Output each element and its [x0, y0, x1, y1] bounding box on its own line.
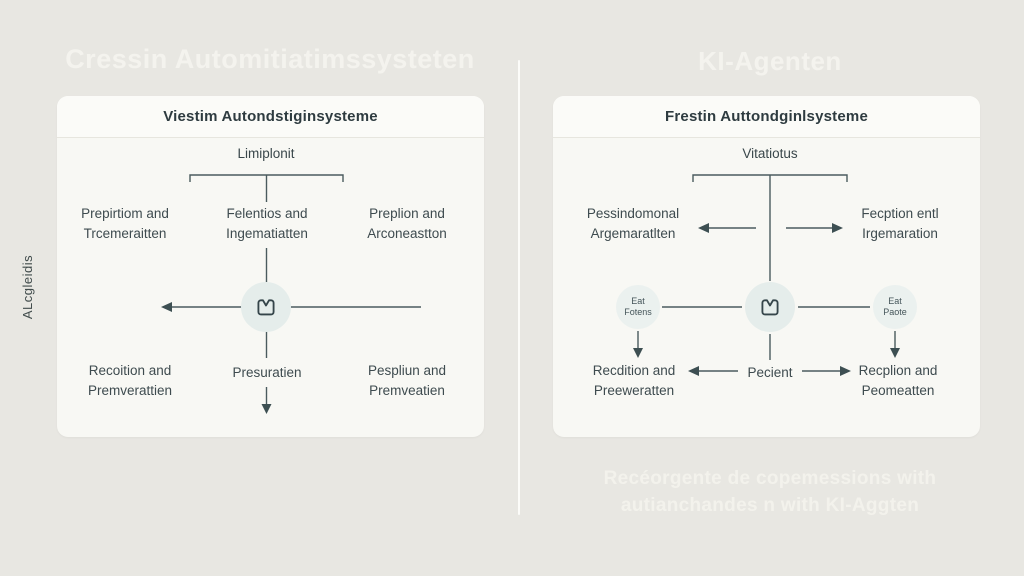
- text-block: Pecient: [708, 363, 832, 383]
- text-line: Pespliun and: [367, 363, 447, 378]
- text-block: Pessindomonal Argemaratlten: [571, 204, 695, 243]
- text-line: Argemaratlten: [590, 225, 676, 241]
- text-line: Peomeatten: [861, 382, 935, 398]
- envelope-icon: [761, 299, 779, 316]
- right-panel: Frestin Auttondginlsysteme Vitatiotus: [553, 96, 980, 437]
- center-divider: [518, 60, 520, 515]
- text-line: Preeweratten: [593, 382, 675, 398]
- text-line: Recoition and: [88, 363, 172, 378]
- central-node: [745, 282, 795, 332]
- right-panel-title: Frestin Auttondginlsysteme: [665, 108, 868, 125]
- text-block: Pespliun and Premveatien: [345, 361, 469, 400]
- caption-line: autianchandes n with KI-Aggten: [620, 494, 920, 516]
- text-line: Arconeastton: [367, 225, 447, 241]
- right-top-label: Vitatiotus: [742, 146, 798, 161]
- text-line: Premveatien: [369, 382, 445, 398]
- text-line: Prepirtiom and: [81, 206, 169, 221]
- text-line: Preplion and: [369, 206, 445, 221]
- bottom-down-arrow: [261, 387, 272, 414]
- text-block: Fecption entl Irgemaration: [838, 204, 962, 243]
- left-arrowhead: [161, 302, 172, 312]
- text-block: Felentios and Ingematiatten: [205, 204, 329, 243]
- right-small-node: Eat Paote: [873, 285, 917, 329]
- text-line: Pecient: [747, 365, 793, 380]
- node-label-line: Paote: [883, 307, 907, 317]
- caption-line: Recéorgente de copemessions with: [603, 468, 937, 489]
- text-block: Preplion and Arconeastton: [345, 204, 469, 243]
- bottom-caption: Recéorgente de copemessions with autianc…: [560, 466, 980, 519]
- upper-right-arrow: [786, 223, 843, 233]
- text-line: Irgemaration: [862, 225, 938, 241]
- right-node-down-arrow: [890, 331, 900, 358]
- text-block: Presuratien: [205, 363, 329, 383]
- envelope-icon: [257, 299, 275, 316]
- text-line: Trcemeraitten: [83, 225, 167, 241]
- text-block: Prepirtiom and Trcemeraitten: [63, 204, 187, 243]
- text-line: Felentios and: [226, 206, 308, 221]
- text-block: Recdition and Preeweratten: [572, 361, 696, 400]
- left-top-label: Limiplonit: [237, 146, 295, 161]
- text-line: Pessindomonal: [586, 206, 680, 221]
- text-line: Recdition and: [592, 363, 676, 378]
- left-panel-header: Viestim Autondstiginsysteme: [57, 96, 484, 138]
- text-line: Fecption entl: [861, 206, 939, 221]
- text-block: Recoition and Premverattien: [68, 361, 192, 400]
- left-small-node: Eat Fotens: [616, 285, 660, 329]
- node-label-line: Eat: [631, 295, 645, 306]
- left-section-title: Cressin Automitiatimssysteten: [65, 44, 475, 74]
- text-line: Premverattien: [87, 382, 173, 398]
- right-section-title: KI-Agenten: [698, 46, 842, 76]
- text-line: Recplion and: [858, 363, 938, 378]
- text-block: Recplion and Peomeatten: [836, 361, 960, 400]
- upper-left-arrow: [698, 223, 756, 233]
- right-panel-header: Frestin Auttondginlsysteme: [553, 96, 980, 138]
- text-line: Ingematiatten: [226, 225, 308, 241]
- text-line: Presuratien: [232, 365, 302, 380]
- left-panel: Viestim Autondstiginsysteme Limiplonit P…: [57, 96, 484, 437]
- side-label: ALcgleidis: [20, 254, 35, 320]
- node-label-line: Fotens: [624, 307, 652, 317]
- left-panel-title: Viestim Autondstiginsysteme: [163, 108, 378, 125]
- node-label-line: Eat: [888, 295, 902, 306]
- bracket-connector: [692, 174, 848, 281]
- central-node: [241, 282, 291, 332]
- left-node-down-arrow: [633, 331, 643, 358]
